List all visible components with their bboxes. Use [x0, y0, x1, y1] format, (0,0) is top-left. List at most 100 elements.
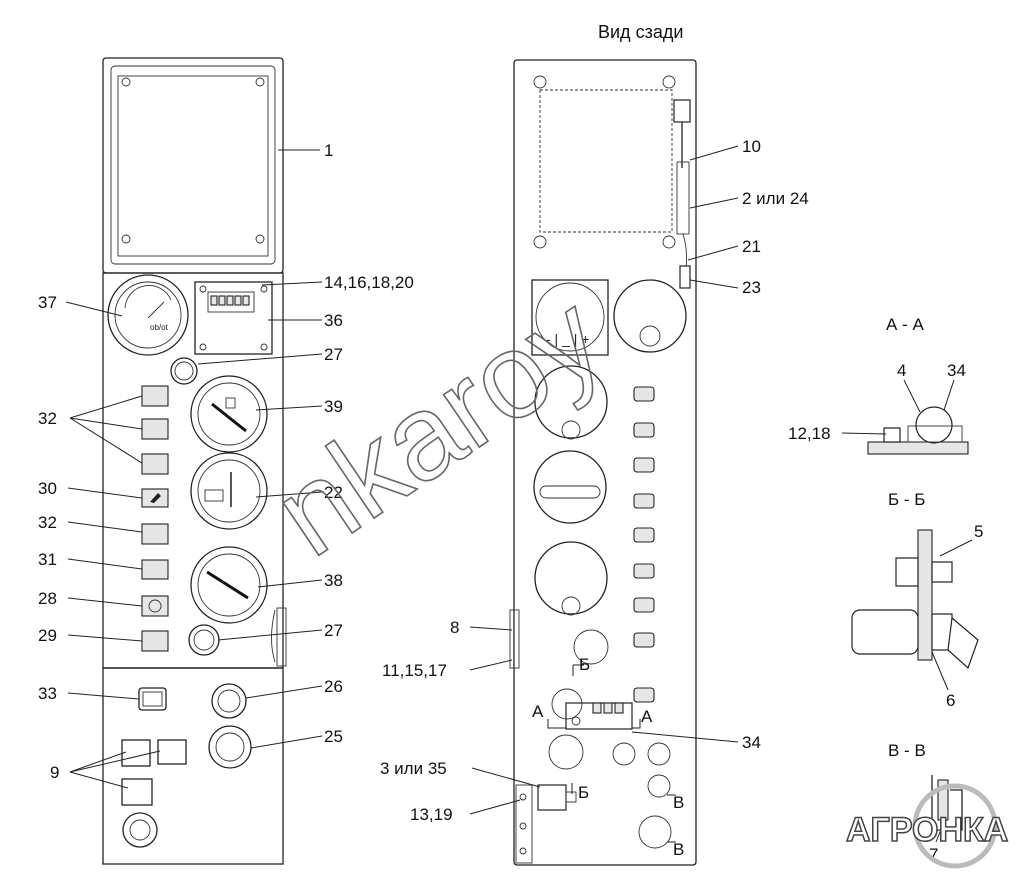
voltmeter-bracket [539, 485, 601, 499]
temperature-gauge-rear [534, 541, 608, 615]
tachometer-gauge [107, 274, 189, 356]
voltmeter-dial [197, 459, 261, 523]
callout-28: 28 [38, 589, 57, 608]
fuel-gauge [190, 375, 268, 453]
fuel-gauge-dial [197, 382, 261, 446]
section-aa-callout-34: 34 [947, 361, 966, 380]
display-screen [117, 75, 269, 257]
section-bb-callout-5: 5 [974, 522, 983, 541]
warning-lamp-32 [141, 523, 169, 545]
socket-rear [638, 815, 672, 849]
lamp-socket [633, 422, 655, 438]
callout-9: 9 [50, 763, 59, 782]
harness-tail [682, 233, 688, 269]
section-mark-v-top: В [673, 793, 684, 812]
screw-icon [255, 234, 265, 244]
callout-13: 13,19 [410, 805, 453, 824]
rear-side-bracket [509, 609, 520, 669]
tachometer-rear [613, 279, 687, 353]
screw-icon [255, 77, 265, 87]
tachometer-scale [124, 285, 172, 309]
lamp-socket [633, 597, 655, 613]
callout-31: 31 [38, 550, 57, 569]
rear-panel: - | _ | + [509, 59, 697, 866]
section-aa-detail [867, 406, 969, 455]
fuel-gauge-needle [211, 402, 247, 433]
lamp-socket-column [633, 386, 655, 703]
voltmeter-gauge [190, 452, 268, 530]
voltmeter-rear-text: - | _ | + [546, 331, 589, 347]
callout-14: 14,16,18,20 [324, 273, 414, 292]
callout-2: 2 или 24 [742, 189, 809, 208]
switch-lower[interactable] [122, 812, 158, 848]
callout-22: 22 [324, 483, 343, 502]
fuel-gauge-rear [534, 365, 608, 439]
indicator-lamp-lower [188, 624, 220, 656]
switch-26-cap [217, 689, 241, 713]
temperature-gauge-dial [197, 553, 261, 617]
display-rear-outline [539, 89, 673, 233]
lamp-socket [633, 563, 655, 579]
watermark-text: nkaroy [252, 269, 626, 582]
section-bb-lamp-socket [895, 557, 919, 587]
callout-39: 39 [324, 397, 343, 416]
callout-10: 10 [742, 137, 761, 156]
relay-terminal [571, 716, 581, 726]
screw-icon [533, 235, 547, 249]
callout-8: 8 [450, 618, 459, 637]
tachometer-units: ob/ot [150, 323, 169, 332]
callout-30: 30 [38, 479, 57, 498]
warning-lamp-32-mid [141, 418, 169, 440]
fuel-pump-icon [225, 397, 236, 409]
callout-34: 34 [742, 733, 761, 752]
logo-text: АГРОНКА [846, 811, 1008, 849]
lamp-socket [633, 527, 655, 543]
switch-26[interactable] [211, 683, 247, 719]
section-bb-switch-body [851, 609, 919, 655]
section-bb-lamp-cap [931, 561, 953, 583]
battery-icon [204, 489, 224, 502]
callout-32-group: 32 [38, 409, 57, 428]
connector-pin [242, 295, 250, 306]
section-aa-base [867, 441, 969, 455]
screw-icon [519, 793, 527, 801]
screw-icon [260, 343, 268, 351]
plug-3-35 [537, 784, 567, 811]
callout-33: 33 [38, 684, 57, 703]
relay-pin [592, 702, 602, 714]
rear-terminal [561, 420, 581, 440]
connector-pin [234, 295, 242, 306]
plug-9-c [121, 778, 153, 806]
callout-23: 23 [742, 278, 761, 297]
switch-25-cap [215, 732, 245, 762]
control-unit-plate [194, 281, 273, 355]
switch-rear [551, 688, 583, 720]
lamp-socket [633, 457, 655, 473]
rear-panel-body [513, 59, 697, 866]
switch-panel [102, 667, 284, 865]
rear-terminal [639, 325, 661, 347]
indicator-lamp-lower-lens [193, 629, 215, 651]
section-mark-b-top: Б [579, 655, 590, 674]
section-bb-detail [851, 529, 979, 670]
warning-lamp-29 [141, 630, 169, 652]
section-vv-detail [931, 775, 963, 831]
callout-1: 1 [324, 141, 333, 160]
section-aa-callout-12: 12,18 [788, 424, 831, 443]
lamp-socket [633, 687, 655, 703]
screw-icon [199, 285, 207, 293]
leader-lines [65, 145, 973, 843]
lamp-socket [633, 632, 655, 648]
tachometer-dial [114, 281, 182, 349]
parking-brake-icon [148, 599, 162, 613]
section-cut-markers [547, 664, 676, 843]
screw-icon [533, 75, 547, 89]
switch-25[interactable] [208, 725, 252, 769]
rear-view-title: Вид сзади [598, 22, 683, 42]
switch-rear [548, 734, 584, 770]
warning-lamp-32-top [141, 385, 169, 407]
section-aa-nut [883, 427, 901, 443]
screw-icon [121, 234, 131, 244]
section-vv-clip [937, 779, 949, 821]
